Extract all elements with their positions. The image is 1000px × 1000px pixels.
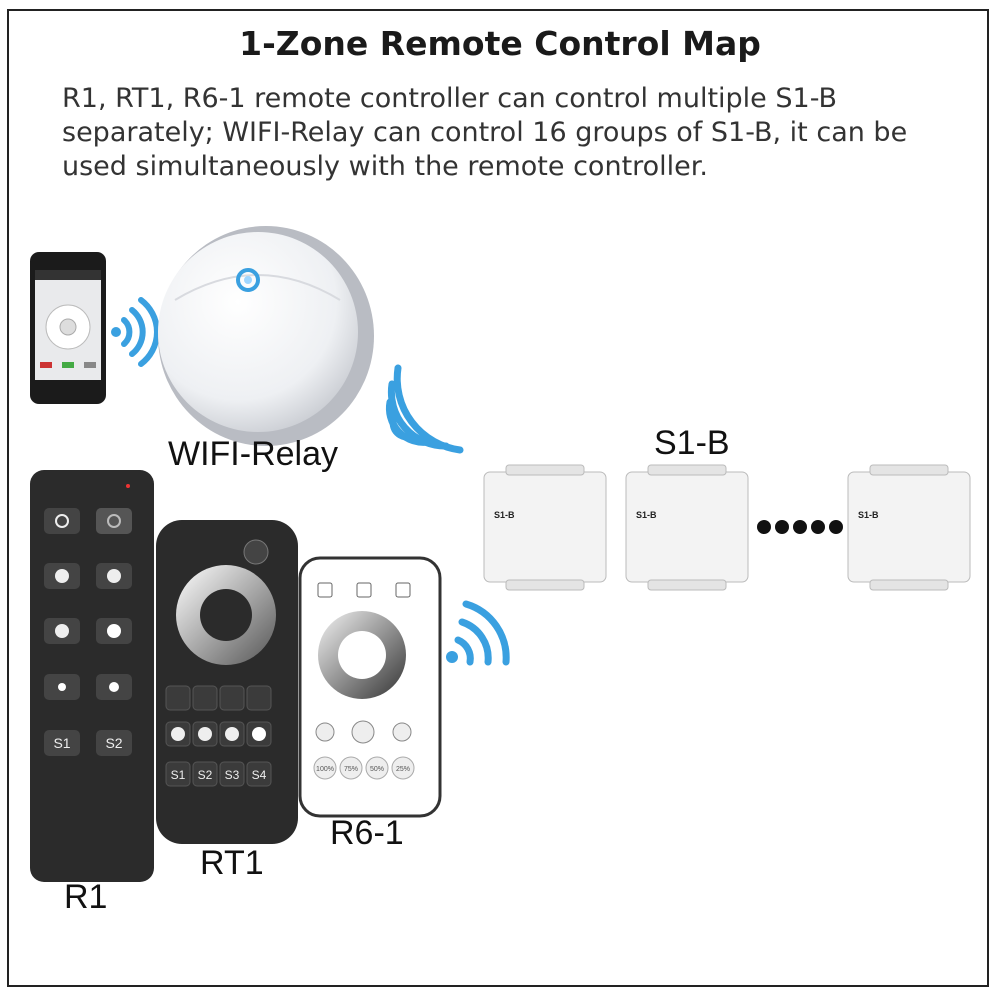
svg-text:S1-B: S1-B bbox=[858, 510, 879, 520]
r1-button-s1: S1 bbox=[53, 735, 70, 751]
s1b-module: S1-B bbox=[625, 464, 749, 591]
diagram-description: R1, RT1, R6-1 remote controller can cont… bbox=[62, 83, 908, 182]
rt1-button-s1: S1 bbox=[171, 768, 186, 782]
r6-1-button-25: 25% bbox=[396, 766, 410, 773]
wifi-relay-device bbox=[158, 226, 374, 446]
svg-text:S1-B: S1-B bbox=[494, 510, 515, 520]
wifi-signal-icon bbox=[111, 297, 160, 367]
rt1-button-s3: S3 bbox=[225, 768, 240, 782]
label-s1b: S1-B bbox=[654, 424, 730, 462]
rt1-remote: S1 S2 S3 S4 bbox=[156, 520, 298, 844]
r6-1-button-75: 75% bbox=[344, 766, 358, 773]
diagram-title: 1-Zone Remote Control Map bbox=[239, 24, 761, 63]
label-r6-1: R6-1 bbox=[330, 814, 404, 852]
smartphone-icon bbox=[30, 252, 106, 404]
svg-text:S1-B: S1-B bbox=[636, 510, 657, 520]
s1b-module: S1-B bbox=[483, 464, 607, 591]
r6-1-button-50: 50% bbox=[370, 766, 384, 773]
wifi-signal-icon bbox=[385, 364, 464, 454]
diagram-frame bbox=[7, 9, 989, 987]
rt1-button-s4: S4 bbox=[252, 768, 267, 782]
label-wifi-relay: WIFI-Relay bbox=[168, 435, 338, 473]
label-r1: R1 bbox=[64, 878, 108, 916]
r1-button-s2: S2 bbox=[105, 735, 122, 751]
r6-1-button-100: 100% bbox=[316, 766, 334, 773]
r6-1-remote: 100% 75% 50% 25% bbox=[298, 556, 442, 818]
rt1-button-s2: S2 bbox=[198, 768, 213, 782]
r1-remote: S1 S2 bbox=[30, 470, 154, 882]
wifi-signal-icon bbox=[446, 600, 510, 666]
s1b-module: S1-B bbox=[847, 464, 971, 591]
continuation-dots bbox=[757, 520, 843, 534]
label-rt1: RT1 bbox=[200, 844, 264, 882]
